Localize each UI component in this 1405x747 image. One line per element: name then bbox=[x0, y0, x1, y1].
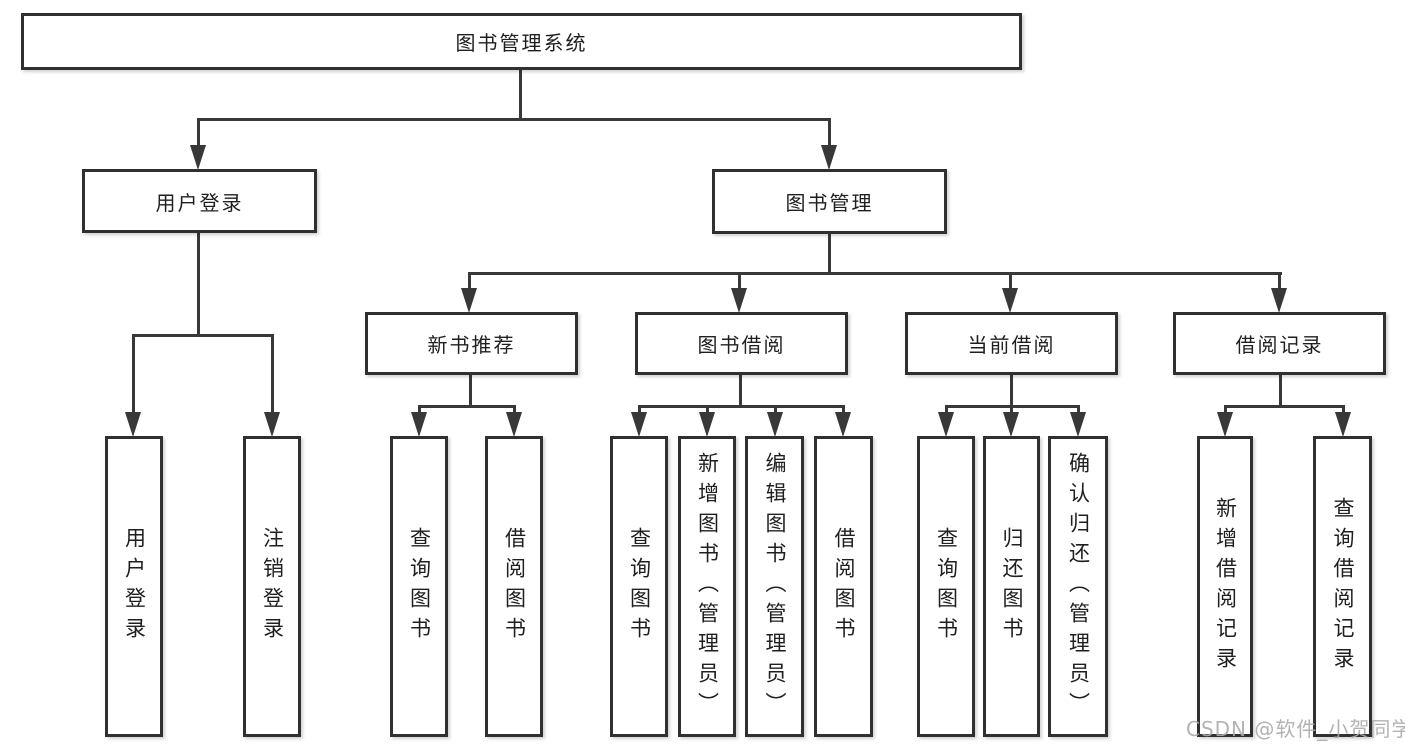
node-label: 新书推荐 bbox=[427, 333, 516, 357]
connector-line bbox=[774, 405, 777, 417]
node-edit-books-admin: 编辑图书（管理员） bbox=[745, 436, 804, 737]
arrow-down-icon bbox=[1070, 412, 1086, 437]
connector-line bbox=[271, 334, 274, 414]
node-label: 借阅记录 bbox=[1235, 333, 1324, 357]
connector-line bbox=[469, 375, 472, 407]
arrow-down-icon bbox=[938, 412, 954, 437]
node-add-books-admin: 新增图书（管理员） bbox=[678, 436, 736, 737]
arrow-down-icon bbox=[1271, 288, 1287, 313]
connector-line bbox=[418, 405, 516, 408]
connector-line bbox=[945, 405, 948, 417]
connector-line bbox=[197, 118, 200, 148]
node-label: 注销登录 bbox=[260, 526, 285, 647]
node-query-borrowing-record: 查询借阅记录 bbox=[1313, 436, 1372, 737]
node-label: 图书借阅 bbox=[697, 333, 786, 357]
arrow-down-icon bbox=[125, 412, 141, 437]
connector-line bbox=[418, 405, 421, 417]
connector-line bbox=[842, 405, 845, 417]
arrow-down-icon bbox=[1217, 412, 1233, 437]
node-borrowing-records: 借阅记录 bbox=[1173, 312, 1386, 375]
connector-line bbox=[638, 405, 641, 417]
node-borrow-books-1: 借阅图书 bbox=[485, 436, 543, 737]
arrow-down-icon bbox=[506, 412, 522, 437]
node-label: 新增图书（管理员） bbox=[695, 451, 720, 722]
node-label: 编辑图书（管理员） bbox=[763, 451, 787, 722]
node-book-borrowing: 图书借阅 bbox=[635, 312, 848, 375]
connector-line bbox=[828, 234, 831, 274]
node-label: 查询图书 bbox=[407, 526, 432, 647]
node-label: 新增借阅记录 bbox=[1213, 496, 1238, 677]
node-label: 借阅图书 bbox=[502, 526, 527, 647]
arrow-down-icon bbox=[631, 412, 647, 437]
connector-line bbox=[1342, 405, 1345, 417]
node-label: 图书管理系统 bbox=[455, 31, 588, 55]
arrow-down-icon bbox=[1002, 288, 1018, 313]
connector-line bbox=[706, 405, 709, 417]
arrow-down-icon bbox=[461, 288, 477, 313]
connector-line bbox=[1224, 405, 1345, 408]
csdn-watermark: CSDN @软件_小贺同学 bbox=[1186, 717, 1405, 741]
connector-line bbox=[739, 375, 742, 407]
node-label: 用户登录 bbox=[155, 190, 244, 215]
node-borrow-books-2: 借阅图书 bbox=[814, 436, 873, 737]
node-label: 归还图书 bbox=[1000, 526, 1024, 647]
arrow-down-icon bbox=[190, 145, 206, 170]
connector-line bbox=[197, 233, 200, 336]
connector-line bbox=[1278, 272, 1281, 292]
connector-line bbox=[1279, 375, 1282, 407]
node-label: 查询图书 bbox=[934, 526, 959, 647]
node-query-books-3: 查询图书 bbox=[917, 436, 975, 737]
arrow-down-icon bbox=[411, 412, 427, 437]
node-return-books: 归还图书 bbox=[983, 436, 1040, 737]
connector-line bbox=[519, 70, 522, 119]
connector-line bbox=[1010, 375, 1013, 407]
arrow-down-icon bbox=[731, 288, 747, 313]
node-label: 查询借阅记录 bbox=[1331, 496, 1355, 677]
node-query-books-2: 查询图书 bbox=[610, 436, 668, 737]
node-label: 借阅图书 bbox=[832, 526, 856, 647]
connector-line bbox=[132, 334, 135, 414]
connector-line bbox=[738, 272, 741, 292]
connector-line bbox=[1077, 405, 1080, 417]
node-add-borrowing-record: 新增借阅记录 bbox=[1197, 436, 1253, 737]
connector-line bbox=[828, 118, 831, 148]
node-confirm-return-admin: 确认归还（管理员） bbox=[1048, 436, 1108, 737]
node-book-management: 图书管理 bbox=[712, 169, 947, 234]
arrow-down-icon bbox=[1335, 412, 1351, 437]
node-label: 用户登录 bbox=[122, 526, 147, 647]
connector-line bbox=[1224, 405, 1227, 417]
connector-line bbox=[468, 272, 1282, 275]
arrow-down-icon bbox=[1003, 412, 1019, 437]
arrow-down-icon bbox=[264, 412, 280, 437]
node-logout: 注销登录 bbox=[243, 436, 301, 737]
connector-line bbox=[468, 272, 471, 292]
node-user-login-leaf: 用户登录 bbox=[105, 436, 163, 737]
node-new-book-recommendation: 新书推荐 bbox=[365, 312, 578, 375]
node-label: 查询图书 bbox=[627, 526, 652, 647]
arrow-down-icon bbox=[821, 145, 837, 170]
connector-line bbox=[198, 118, 831, 121]
node-library-management-system: 图书管理系统 bbox=[21, 13, 1022, 70]
connector-line bbox=[132, 334, 274, 337]
arrow-down-icon bbox=[835, 412, 851, 437]
node-query-books-1: 查询图书 bbox=[390, 436, 448, 737]
connector-line bbox=[1010, 405, 1013, 417]
connector-line bbox=[513, 405, 516, 417]
node-current-borrowing: 当前借阅 bbox=[905, 312, 1118, 375]
node-user-login: 用户登录 bbox=[82, 169, 317, 233]
node-label: 确认归还（管理员） bbox=[1066, 451, 1091, 722]
node-label: 图书管理 bbox=[785, 191, 874, 215]
node-label: 当前借阅 bbox=[967, 333, 1056, 357]
connector-line bbox=[638, 405, 845, 408]
arrow-down-icon bbox=[699, 412, 715, 437]
arrow-down-icon bbox=[767, 412, 783, 437]
connector-line bbox=[1009, 272, 1012, 292]
